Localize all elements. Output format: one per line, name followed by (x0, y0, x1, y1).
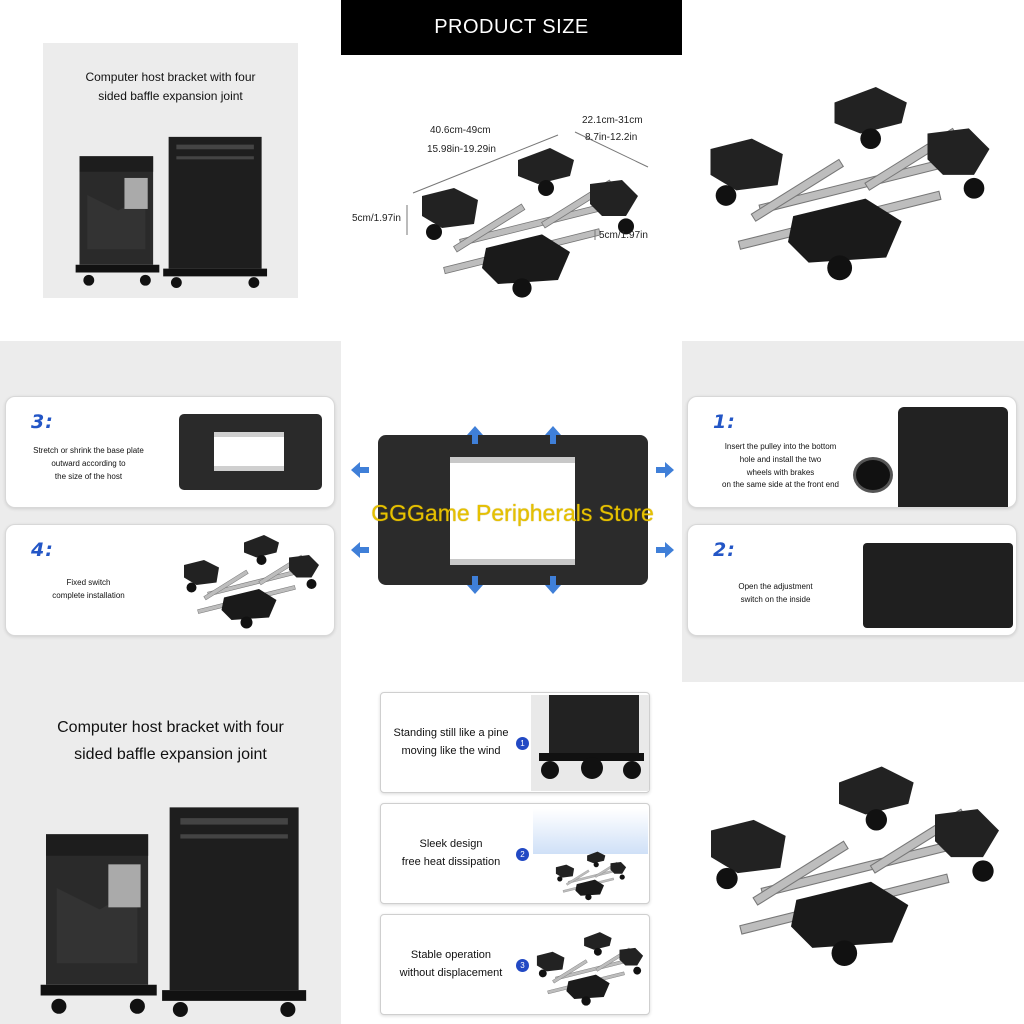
arrow-up-icon (543, 425, 563, 445)
feature-3-badge: 3 (516, 959, 529, 972)
feature-1-wheel (581, 757, 603, 779)
step-4-text: Fixed switch complete installation (21, 577, 156, 603)
dimension-lines (406, 131, 649, 240)
expansion-rail-bottom (450, 559, 575, 565)
length-in: 15.98in-19.29in (427, 144, 496, 155)
product-size-header: PRODUCT SIZE (341, 0, 682, 55)
step-2-number: 2: (713, 539, 736, 561)
step-1-line2: hole and install the two (739, 454, 822, 464)
top-left-panel: Computer host bracket with four sided ba… (43, 43, 298, 298)
arrow-left-icon (350, 540, 370, 560)
step-4-line1: Fixed switch (66, 578, 111, 587)
arrow-down-icon (465, 575, 485, 595)
top-left-caption-line1: Computer host bracket with four (85, 70, 256, 84)
feature-2-airflow-image (533, 809, 648, 854)
step-3-card: 3: Stretch or shrink the base plate outw… (5, 396, 335, 508)
step-4-stand-image (174, 530, 329, 630)
feature-1-text: Standing still like a pine moving like th… (381, 693, 521, 792)
arrow-up-icon (465, 425, 485, 445)
width-cm: 22.1cm-31cm (582, 115, 643, 126)
top-left-caption-line2: sided baffle expansion joint (98, 88, 243, 103)
expansion-diagram (345, 420, 680, 600)
feature-2-badge: 2 (516, 848, 529, 861)
arrow-right-icon (655, 460, 675, 480)
feature-2-line2: free heat dissipation (401, 855, 501, 868)
feature-2-stand-image (536, 849, 646, 901)
feature-card-2: Sleek design free heat dissipation 2 (380, 803, 650, 904)
dimension-diagram: 40.6cm-49cm 15.98in-19.29in 22.1cm-31cm … (345, 105, 675, 305)
step-3-line2: outward according to (51, 458, 126, 468)
feature-1-badge: 1 (516, 737, 529, 750)
arrow-down-icon (543, 575, 563, 595)
feature-3-text: Stable operation without displacement (381, 915, 521, 1014)
stand-image-bottom-right (695, 755, 1015, 970)
step-4-line2: complete installation (52, 590, 125, 600)
step-1-line1: Insert the pulley into the bottom (724, 442, 837, 451)
feature-1-image (531, 695, 649, 791)
step-3-number: 3: (31, 411, 54, 433)
feature-1-line1: Standing still like a pine (393, 726, 509, 739)
arrow-left-icon (350, 460, 370, 480)
feature-card-1: Standing still like a pine moving like th… (380, 692, 650, 793)
step-3-text: Stretch or shrink the base plate outward… (21, 445, 156, 483)
step-3-rail-top (214, 432, 284, 437)
width-in: 8.7in-12.2in (585, 132, 638, 143)
middle-left-panel: 3: Stretch or shrink the base plate outw… (0, 341, 341, 682)
feature-3-stand-image (531, 925, 649, 1010)
pc-towers-image (65, 133, 280, 288)
step-3-plate-image (179, 414, 322, 490)
arrow-right-icon (655, 540, 675, 560)
bottom-left-caption-line1: Computer host bracket with four (57, 719, 284, 736)
stand-image-top-right (695, 75, 1005, 285)
feature-3-line1: Stable operation (410, 948, 492, 961)
height-left: 5cm/1.97in (352, 213, 401, 224)
expansion-inner (450, 457, 575, 565)
step-1-bracket-image (898, 407, 1008, 507)
step-2-line1: Open the adjustment (738, 582, 813, 591)
step-1-card: 1: Insert the pulley into the bottom hol… (687, 396, 1017, 508)
step-1-text: Insert the pulley into the bottom hole a… (703, 441, 858, 492)
bottom-left-panel: Computer host bracket with four sided ba… (0, 682, 341, 1024)
feature-1-wheel (541, 761, 559, 779)
step-2-card: 2: Open the adjustment switch on the ins… (687, 524, 1017, 636)
step-1-wheel-icon (853, 457, 893, 493)
step-3-inner-gap (214, 437, 284, 466)
step-3-rail-bottom (214, 466, 284, 471)
feature-3-line2: without displacement (399, 966, 503, 979)
bottom-left-caption-line2: sided baffle expansion joint (74, 746, 267, 764)
step-4-card: 4: Fixed switch complete installation (5, 524, 335, 636)
feature-1-tower (549, 695, 639, 753)
store-watermark: GGGame Peripherals Store (371, 500, 654, 526)
pc-towers-image-large (30, 802, 320, 1017)
step-3-line1: Stretch or shrink the base plate (33, 446, 144, 455)
step-1-line4: on the same side at the front end (722, 480, 839, 490)
expansion-rail-top (450, 457, 575, 463)
step-2-text: Open the adjustment switch on the inside (703, 581, 848, 607)
step-2-switch-image (863, 543, 1013, 628)
feature-1-wheel (623, 761, 641, 779)
middle-right-panel: 1: Insert the pulley into the bottom hol… (682, 341, 1024, 682)
feature-2-line1: Sleek design (419, 837, 483, 850)
step-1-number: 1: (713, 411, 736, 433)
step-4-number: 4: (31, 539, 54, 561)
step-3-line3: the size of the host (54, 471, 123, 481)
feature-card-3: Stable operation without displacement 3 (380, 914, 650, 1015)
step-2-line2: switch on the inside (740, 594, 811, 604)
bottom-left-caption: Computer host bracket with four sided ba… (0, 714, 341, 768)
length-cm: 40.6cm-49cm (430, 125, 491, 136)
feature-2-text: Sleek design free heat dissipation (381, 804, 521, 903)
step-1-line3: wheels with brakes (746, 467, 815, 477)
feature-1-line2: moving like the wind (401, 744, 501, 757)
top-left-caption: Computer host bracket with four sided ba… (43, 68, 298, 105)
height-right: 5cm/1.97in (599, 230, 648, 241)
